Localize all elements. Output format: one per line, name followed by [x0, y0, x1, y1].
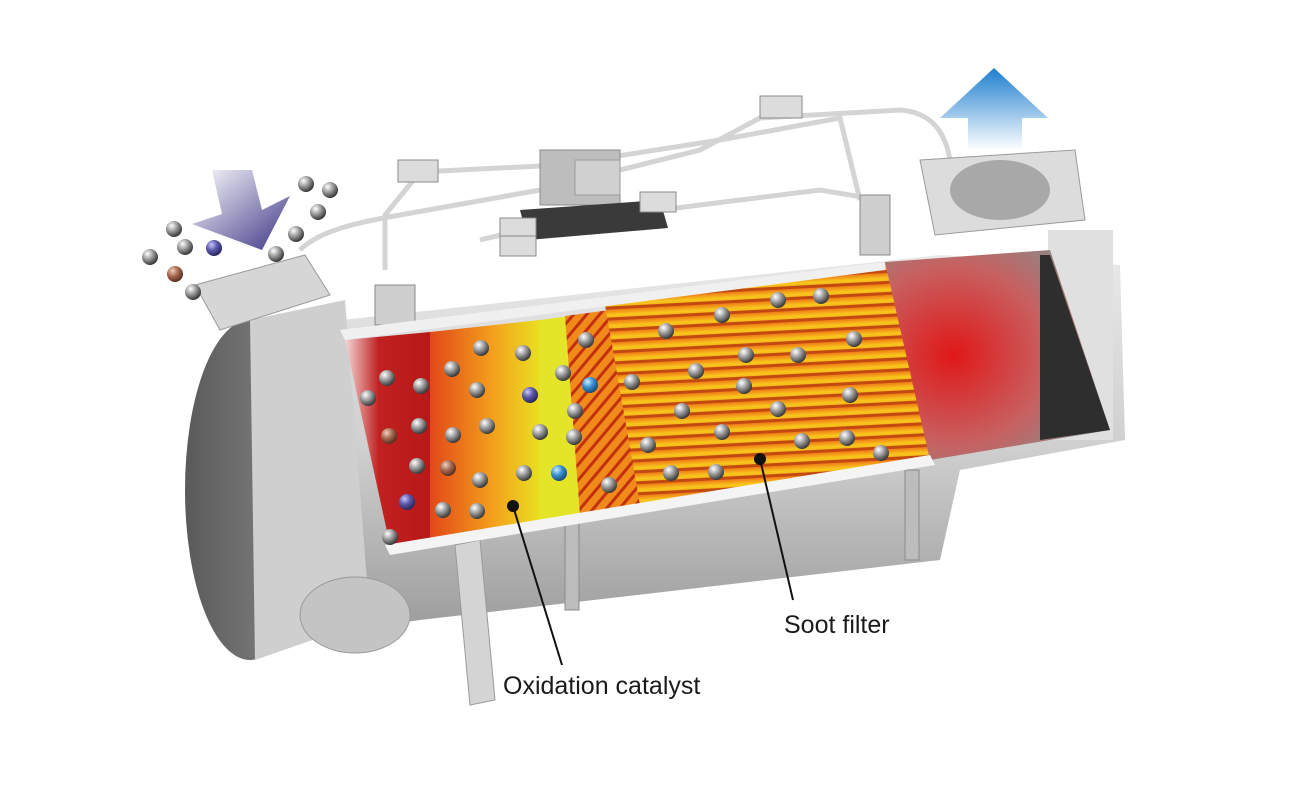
outlet-chamber: [885, 250, 1110, 460]
exhaust-particles: [142, 176, 889, 545]
oxidation-catalyst-label: Oxidation catalyst: [503, 672, 701, 700]
sensor-pipes: [298, 107, 953, 270]
inlet-flow-arrow-icon: [192, 170, 290, 250]
soot-filter-leader: [754, 453, 794, 601]
oxidation-catalyst-leader: [507, 500, 563, 666]
soot-filter-label: Soot filter: [784, 611, 890, 639]
pressure-sensor-module: [397, 95, 803, 257]
outlet-flow-arrow-icon: [940, 68, 1048, 150]
